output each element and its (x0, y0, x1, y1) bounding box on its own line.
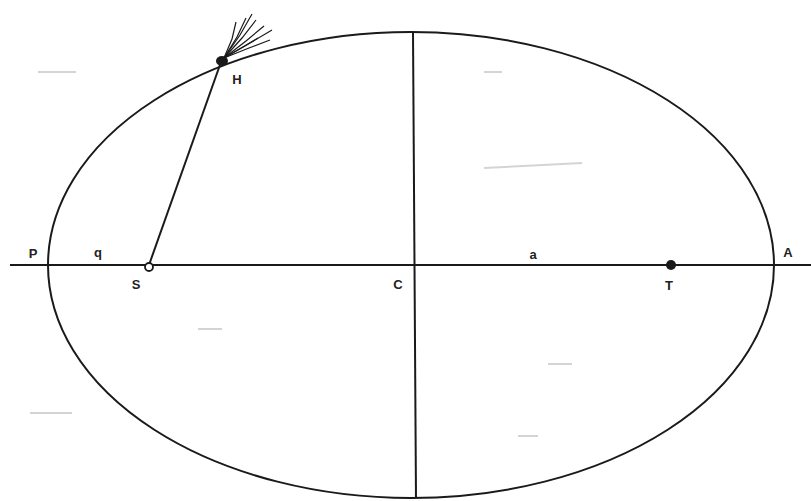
point-label: a (528, 248, 537, 262)
point-label: C (392, 278, 403, 292)
comet-tail (224, 26, 264, 58)
comet-tail (224, 14, 252, 58)
empty-focus (666, 260, 676, 270)
radius-vector (149, 62, 221, 265)
comet-tail (224, 30, 272, 58)
point-label: q (93, 246, 103, 260)
comet (216, 14, 272, 66)
point-label: H (231, 73, 242, 87)
point-label: S (131, 278, 142, 292)
sun-focus (145, 263, 153, 271)
point-label: A (782, 246, 793, 260)
point-label: T (664, 279, 674, 293)
major-axis (10, 264, 811, 266)
minor-axis (413, 32, 416, 498)
point-label: P (28, 247, 39, 261)
comet-tail (224, 38, 258, 58)
comet-tail (224, 20, 256, 58)
scan-marks (30, 72, 582, 436)
